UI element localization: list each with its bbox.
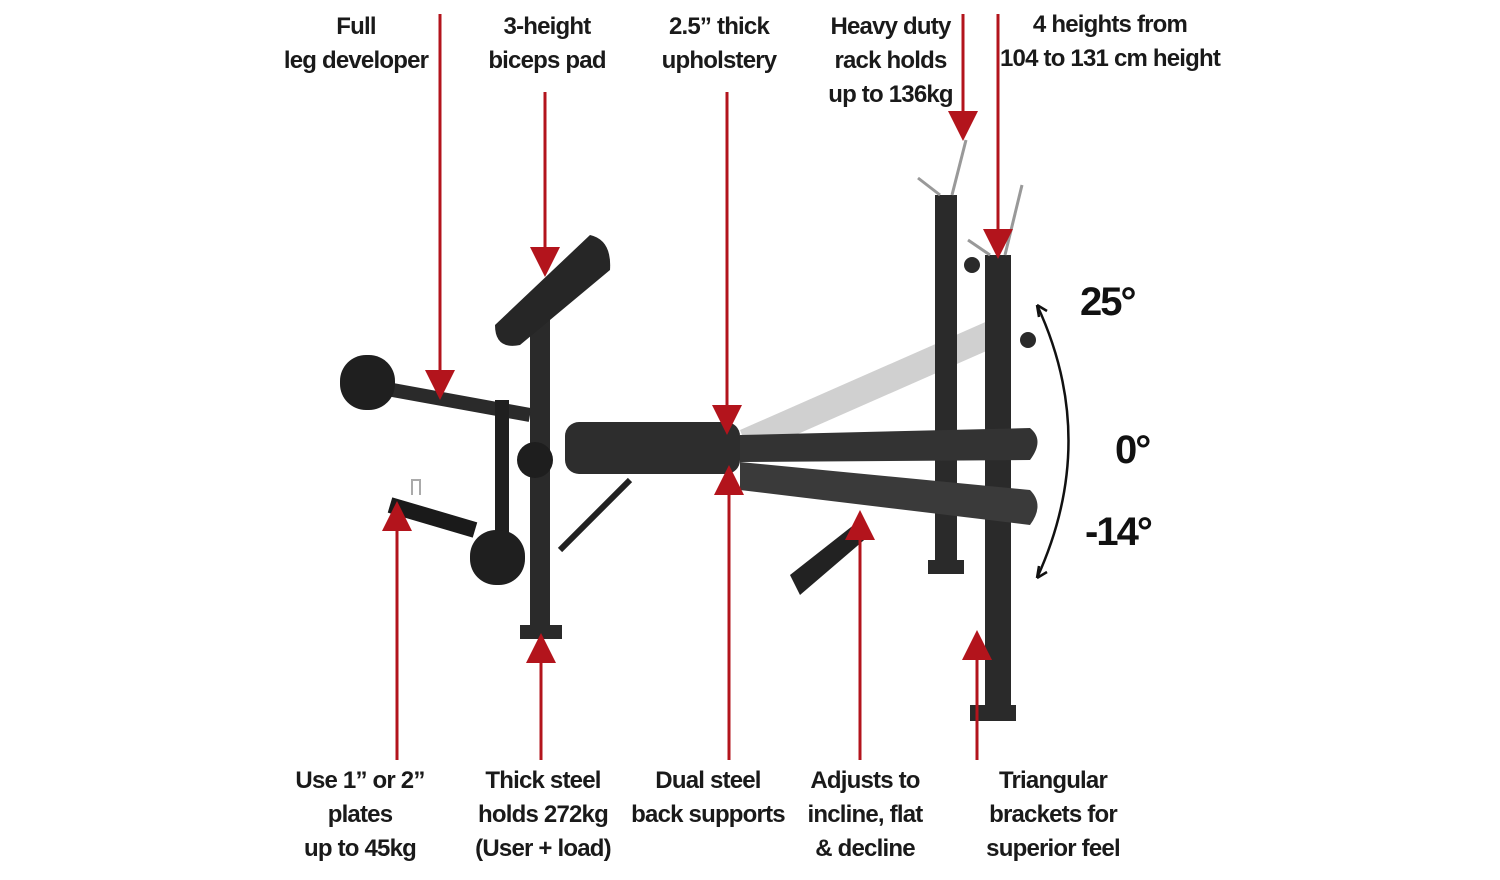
angle-incline: 25° [1080, 280, 1136, 324]
callout-line: (User + load) [475, 835, 611, 862]
callout-line: plates [327, 801, 393, 828]
rack-uprights [917, 139, 1036, 721]
callout-line: & decline [815, 835, 915, 862]
callout-plates: Use 1” or 2” plates up to 45kg [285, 764, 435, 866]
callout-leg-developer: Full leg developer [276, 10, 436, 78]
callout-line: Thick steel [485, 767, 601, 794]
callout-line: up to 45kg [303, 835, 417, 862]
callout-biceps-pad: 3-height biceps pad [472, 10, 622, 78]
callout-line: superior feel [986, 835, 1120, 862]
callout-rack: Heavy duty rack holds up to 136kg [818, 10, 963, 112]
callout-arrows [382, 14, 1013, 760]
callout-line: 4 heights from [1032, 11, 1188, 38]
bench-pads [565, 422, 1038, 525]
callout-brackets: Triangular brackets for superior feel [978, 764, 1128, 866]
callout-line: upholstery [661, 47, 777, 74]
leg-developer [340, 355, 532, 585]
callout-line: up to 136kg [828, 81, 953, 108]
callout-line: holds 272kg [478, 801, 609, 828]
callout-line: Triangular [998, 767, 1108, 794]
callout-line: rack holds [834, 47, 947, 74]
callout-line: Heavy duty [830, 13, 951, 40]
callout-line: Use 1” or 2” [295, 767, 425, 794]
angle-decline: -14° [1085, 510, 1153, 554]
callout-line: 104 to 131 cm height [1000, 45, 1221, 72]
callout-line: Full [336, 13, 376, 40]
callout-upholstery: 2.5” thick upholstery [644, 10, 794, 78]
callout-line: back supports [631, 801, 785, 828]
callout-line: Dual steel [655, 767, 761, 794]
callout-line: 2.5” thick [668, 13, 770, 40]
callout-line: leg developer [283, 47, 429, 74]
callout-line: 3-height [503, 13, 592, 40]
callout-back-supports: Dual steel back supports [628, 764, 788, 832]
angle-arc [1035, 303, 1070, 580]
front-upright [495, 235, 611, 639]
angle-flat: 0° [1115, 428, 1151, 472]
callout-line: biceps pad [488, 47, 606, 74]
callout-line: brackets for [989, 801, 1118, 828]
callout-thick-steel: Thick steel holds 272kg (User + load) [468, 764, 618, 866]
callout-line: incline, flat [807, 801, 924, 828]
callout-adjusts: Adjusts to incline, flat & decline [795, 764, 935, 866]
callout-rack-heights: 4 heights from 104 to 131 cm height [1000, 8, 1221, 76]
callout-line: Adjusts to [810, 767, 920, 794]
